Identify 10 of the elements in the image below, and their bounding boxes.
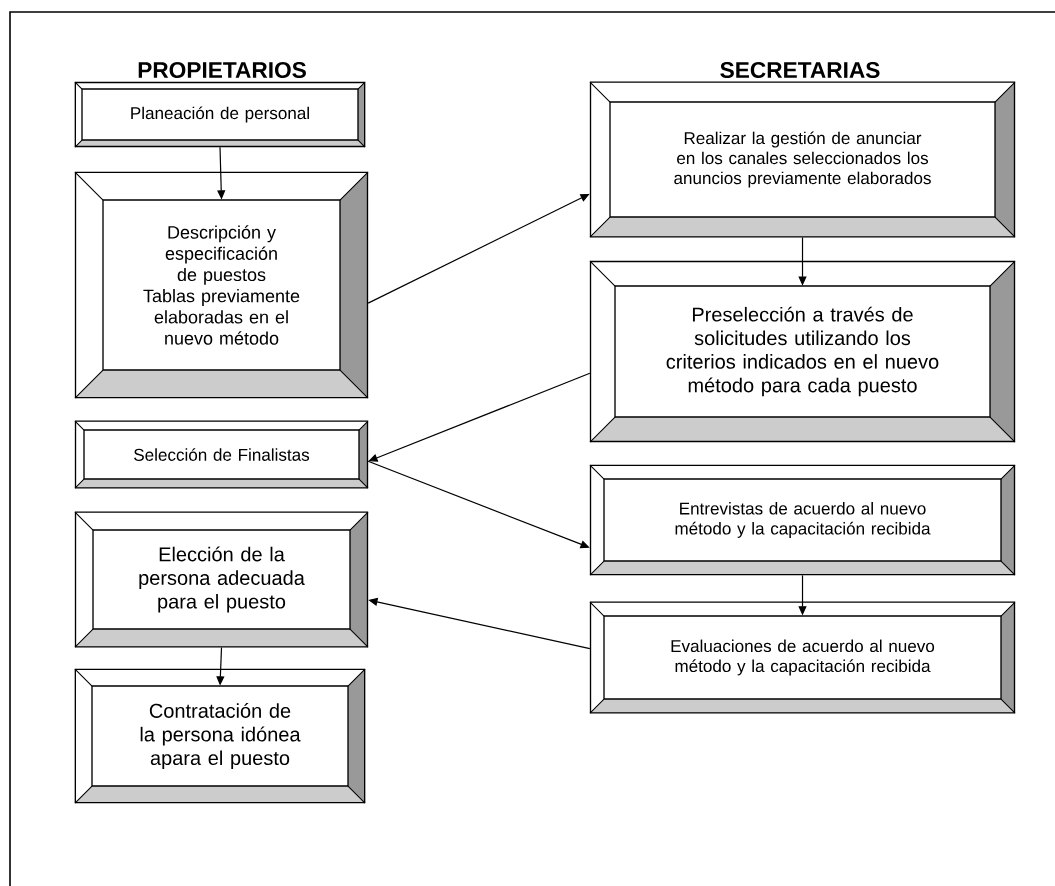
bevel-box: Selección de Finalistas bbox=[74, 420, 369, 489]
arrow bbox=[367, 193, 590, 304]
bevel-box: Planeación de personal bbox=[74, 81, 366, 148]
bevel-box: Entrevistas de acuerdo al nuevo método y la capacitación recibida bbox=[589, 464, 1016, 576]
bevel-box: Elección de la persona adecuada para el puesto bbox=[74, 511, 369, 648]
bevel-box: Evaluaciones de acuerdo al nuevo método y la capacitación recibida bbox=[589, 601, 1016, 714]
bevel-box: Descripción y especificación de puestos Tablas previamente elaboradas en el nuevo método bbox=[74, 171, 369, 399]
bevel-box: Preselección a través de solicitudes utilizando los criterios indicados en el nuevo método para cada puesto bbox=[589, 260, 1016, 443]
bevel-box: Realizar la gestión de anunciar en los canales seleccionados los anuncios previamente elaborados bbox=[589, 81, 1016, 238]
bevel-box: Contratación de la persona idónea apara el puesto bbox=[74, 668, 366, 804]
